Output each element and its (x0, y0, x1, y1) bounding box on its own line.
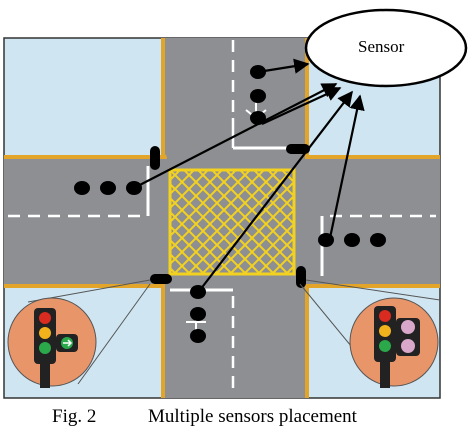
sensor-dot (74, 181, 90, 195)
sensor-dot (250, 89, 266, 103)
caption-figure-number: Fig. 2 (52, 406, 97, 427)
caption-title: Multiple sensors placement (148, 406, 357, 427)
sensor-dots (74, 65, 386, 343)
sensor-dot (344, 233, 360, 247)
detector-bar (150, 274, 172, 284)
link-bottom (199, 90, 353, 291)
sensor-dot (370, 233, 386, 247)
link-left (129, 83, 338, 191)
corner-curb (160, 153, 167, 160)
sensor-dot (318, 233, 334, 247)
sensor-dot (250, 111, 266, 125)
sensor-dot (126, 181, 142, 195)
sensor-label: Sensor (358, 37, 405, 56)
corner-detectors (150, 144, 310, 288)
figure-caption: Fig. 2 Multiple sensors placement (0, 402, 474, 432)
traffic-light-right-icon (349, 297, 439, 388)
sensor-dot (190, 285, 206, 299)
sensor-dot (100, 181, 116, 195)
box-junction (168, 168, 296, 276)
sensor-dot (190, 329, 206, 343)
link-top-lower (261, 86, 342, 125)
sensor-links (129, 58, 365, 291)
link-top (257, 58, 310, 74)
link-right (328, 94, 365, 239)
detector-bar (150, 146, 160, 170)
detector-bar (286, 144, 310, 154)
detector-bar (296, 266, 306, 288)
sensor-dot (190, 307, 206, 321)
sensor-dot (250, 65, 266, 79)
sensor-ellipse (304, 8, 468, 88)
traffic-light-left-icon (7, 297, 97, 388)
